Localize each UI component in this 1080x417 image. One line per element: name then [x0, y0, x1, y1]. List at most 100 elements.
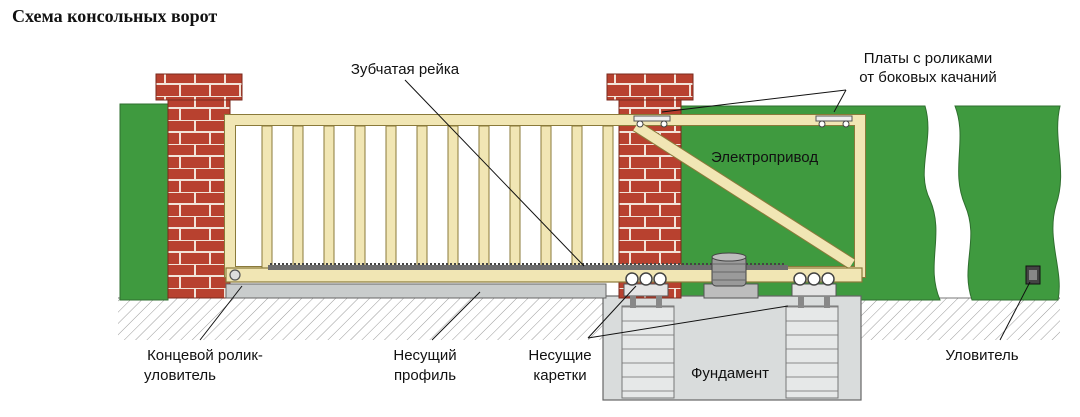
rack-tooth — [386, 263, 388, 265]
rack-tooth — [682, 263, 684, 265]
rack-tooth — [638, 263, 640, 265]
rack-tooth — [394, 263, 396, 265]
label-drive: Электропривод — [711, 149, 818, 166]
rack-tooth — [550, 263, 552, 265]
carriage-right — [791, 272, 837, 308]
rack-tooth — [778, 263, 780, 265]
rack-tooth — [614, 263, 616, 265]
label-catcher: Уловитель — [945, 347, 1018, 364]
rack-tooth — [650, 263, 652, 265]
rack-tooth — [374, 263, 376, 265]
carrying-profile — [225, 283, 607, 299]
rack-tooth — [514, 263, 516, 265]
ground-hatch — [118, 298, 1060, 340]
rack-tooth — [674, 263, 676, 265]
rack-tooth — [546, 263, 548, 265]
rack-tooth — [658, 263, 660, 265]
label-end-roller-line2: уловитель — [144, 367, 216, 384]
rack-tooth — [618, 263, 620, 265]
rack-tooth — [474, 263, 476, 265]
rack-tooth — [382, 263, 384, 265]
rack-tooth — [646, 263, 648, 265]
rack-tooth — [530, 263, 532, 265]
pillar-left-cap — [155, 73, 243, 101]
label-carriages-line1: Несущие — [528, 347, 591, 364]
rack-tooth — [390, 263, 392, 265]
rack-tooth — [414, 263, 416, 265]
rack-tooth — [482, 263, 484, 265]
rack-tooth — [350, 263, 352, 265]
rack-tooth — [334, 263, 336, 265]
rack-tooth — [330, 263, 332, 265]
gate-picket — [540, 125, 552, 269]
leader-lines — [199, 79, 1031, 341]
toothed-rack — [268, 263, 788, 270]
gate-picket — [416, 125, 428, 269]
diagram-title: Схема консольных ворот — [12, 6, 217, 26]
rack-tooth — [690, 263, 692, 265]
rack-tooth — [570, 263, 572, 265]
rack-tooth — [406, 263, 408, 265]
rack-tooth — [606, 263, 608, 265]
roller-plate-left — [633, 115, 671, 128]
rack-tooth — [526, 263, 528, 265]
label-roller-plates-line2: от боковых качаний — [859, 69, 997, 86]
rack-tooth — [338, 263, 340, 265]
rack-tooth — [346, 263, 348, 265]
drive-motor — [703, 252, 759, 299]
rack-tooth — [310, 263, 312, 265]
rack-tooth — [342, 263, 344, 265]
rack-tooth — [510, 263, 512, 265]
rack-tooth — [590, 263, 592, 265]
rack-tooth — [462, 263, 464, 265]
rack-tooth — [498, 263, 500, 265]
rack-tooth — [522, 263, 524, 265]
rack-tooth — [538, 263, 540, 265]
label-foundation: Фундамент — [691, 365, 769, 382]
rack-tooth — [302, 263, 304, 265]
gate-picket — [602, 125, 614, 269]
rack-tooth — [478, 263, 480, 265]
rack-tooth — [758, 263, 760, 265]
rack-tooth — [398, 263, 400, 265]
gate-picket — [292, 125, 304, 269]
rack-tooth — [442, 263, 444, 265]
rack-tooth — [362, 263, 364, 265]
rack-tooth — [438, 263, 440, 265]
rack-tooth — [634, 263, 636, 265]
pillar-right-cap — [606, 73, 694, 101]
rack-tooth — [654, 263, 656, 265]
rack-tooth — [490, 263, 492, 265]
rack-tooth — [426, 263, 428, 265]
rack-tooth — [598, 263, 600, 265]
rack-tooth — [774, 263, 776, 265]
gate-picket — [323, 125, 335, 269]
rack-tooth — [410, 263, 412, 265]
rack-tooth — [770, 263, 772, 265]
rack-tooth — [494, 263, 496, 265]
rack-tooth — [446, 263, 448, 265]
label-profile-line2: профиль — [394, 367, 456, 384]
gate-picket — [478, 125, 490, 269]
gate-picket — [571, 125, 583, 269]
rack-tooth — [698, 263, 700, 265]
gate-picket — [509, 125, 521, 269]
roller-plate-right — [815, 115, 853, 128]
rack-tooth — [670, 263, 672, 265]
rack-tooth — [594, 263, 596, 265]
end-roller — [229, 269, 241, 281]
rack-tooth — [518, 263, 520, 265]
rack-tooth — [554, 263, 556, 265]
rack-tooth — [610, 263, 612, 265]
rack-tooth — [762, 263, 764, 265]
rack-tooth — [622, 263, 624, 265]
rack-tooth — [766, 263, 768, 265]
rack-tooth — [378, 263, 380, 265]
rack-tooth — [354, 263, 356, 265]
rack-tooth — [418, 263, 420, 265]
fence-middle — [679, 105, 941, 301]
rack-tooth — [454, 263, 456, 265]
rack-tooth — [270, 263, 272, 265]
gate-picket — [354, 125, 366, 269]
